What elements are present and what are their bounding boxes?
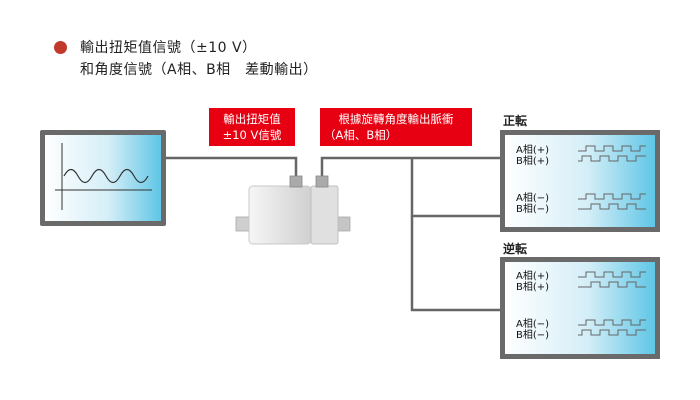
forward-signal-b-plus: B相(+)	[516, 156, 550, 167]
forward-header: 正転	[503, 114, 528, 128]
forward-signal-a-plus: A相(+)	[516, 145, 550, 156]
torque-sensor-device	[235, 175, 351, 245]
reverse-header: 逆転	[503, 242, 528, 256]
pulse-waveforms	[578, 145, 646, 336]
angle-pulse-label: 根據旋轉角度輸出脈衝 （A相、B相）	[320, 108, 472, 146]
forward-signal-b-minus: B相(−)	[516, 204, 550, 215]
oscilloscope-monitor	[40, 130, 166, 226]
sine-wave	[63, 168, 149, 184]
reverse-signal-b-plus: B相(+)	[516, 282, 550, 293]
forward-signal-a-minus: A相(−)	[516, 193, 550, 204]
reverse-signal-a-minus: A相(−)	[516, 319, 550, 330]
connection-lines	[165, 156, 500, 312]
reverse-panel	[500, 257, 660, 359]
bullet-icon	[54, 41, 67, 54]
forward-panel	[500, 130, 660, 232]
title-line-1: 輸出扭矩值信號（±10 V）	[80, 40, 257, 56]
torque-signal-label: 輸出扭矩值 ±10 V信號	[209, 108, 295, 146]
title-line-2: 和角度信號（A相、B相 差動輸出）	[80, 62, 318, 78]
reverse-signal-a-plus: A相(+)	[516, 271, 550, 282]
reverse-signal-b-minus: B相(−)	[516, 330, 550, 341]
